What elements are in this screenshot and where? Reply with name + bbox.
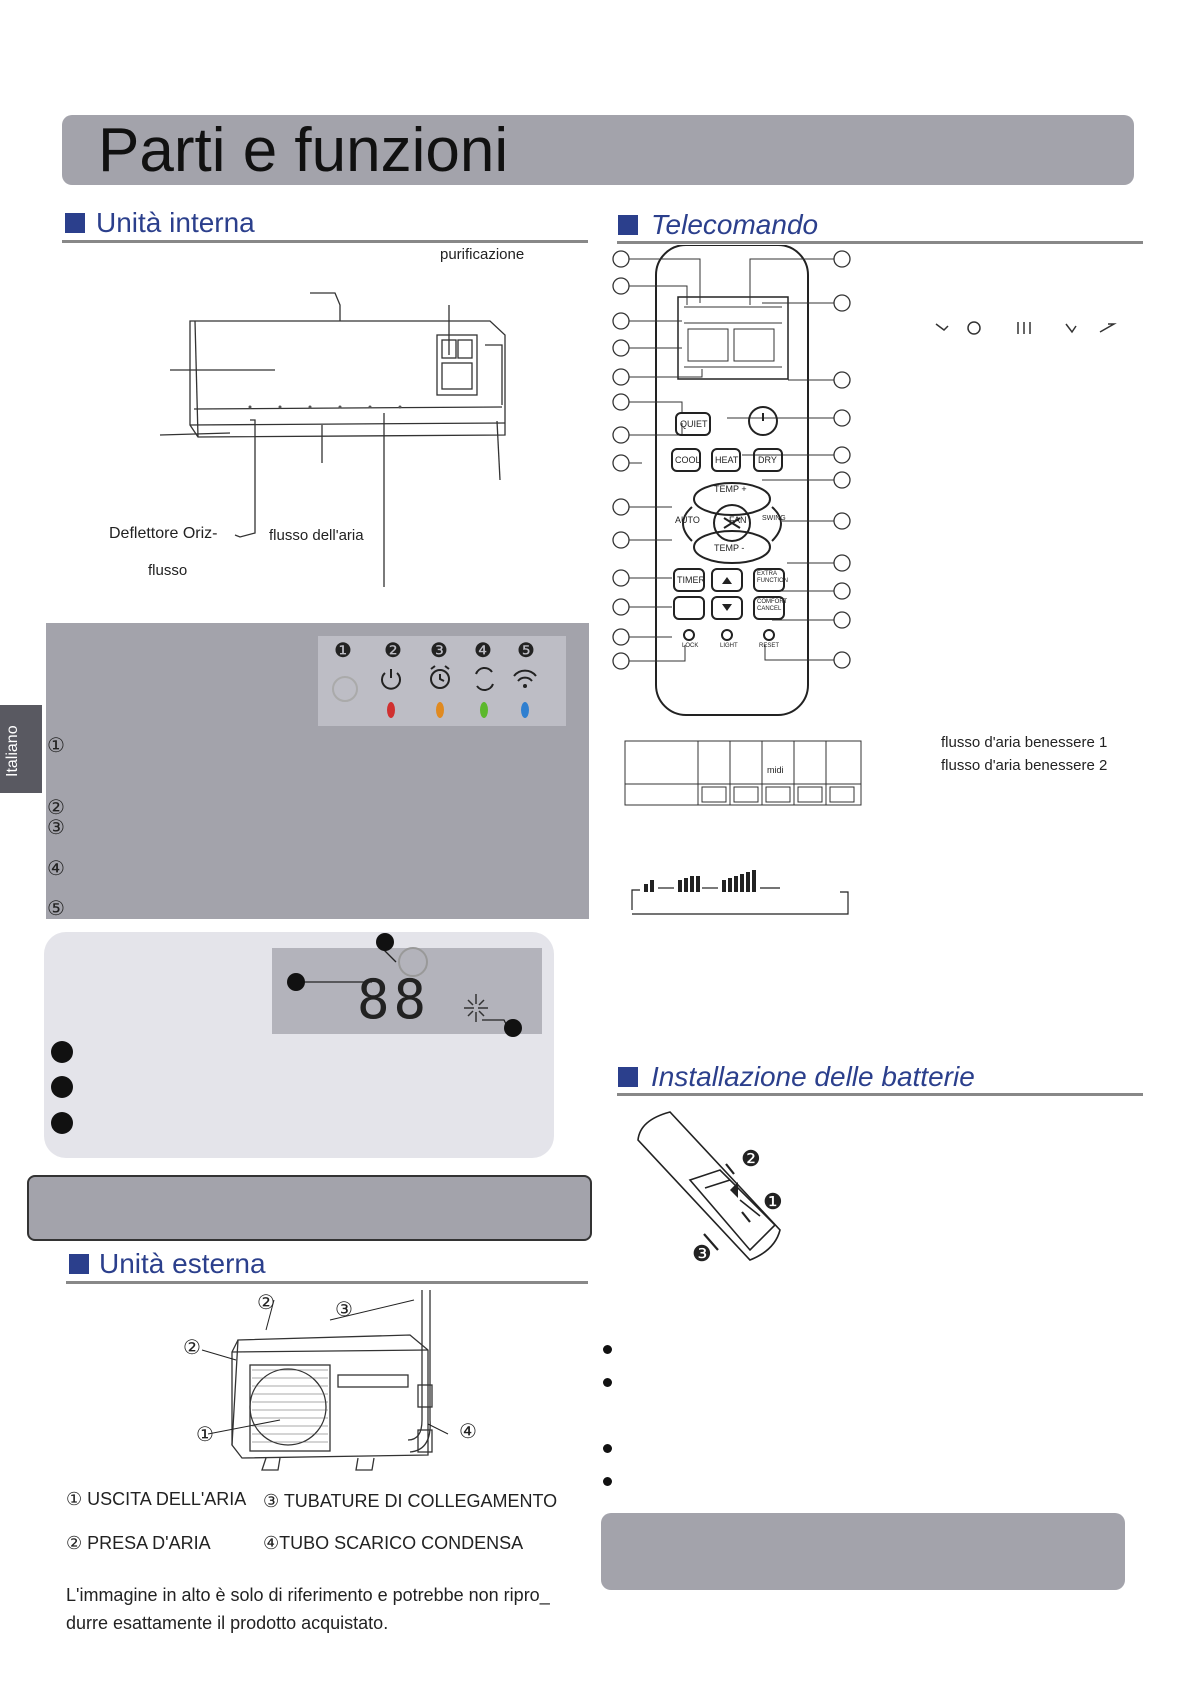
display-marker-2 — [51, 1076, 73, 1098]
comfort-flow-2-label: flusso d'aria benessere 2 — [941, 757, 1108, 774]
display-digits: 88 — [357, 968, 431, 1031]
disclaimer-line-2: durre esattamente il prodotto acquistato… — [66, 1613, 389, 1633]
lock-button[interactable]: LOCK — [682, 643, 699, 649]
outdoor-unit-diagram — [201, 1290, 449, 1471]
outdoor-callout-4: ④ — [459, 1421, 477, 1443]
bullet — [603, 1477, 612, 1486]
led-number-4: ❹ — [474, 640, 492, 662]
section-rule — [62, 240, 588, 243]
note-box — [27, 1175, 592, 1241]
fan-button[interactable]: FAN — [729, 515, 747, 525]
battery-install-diagram — [637, 1111, 781, 1261]
led-red — [387, 702, 395, 718]
language-label: Italiano — [4, 725, 21, 777]
led-number-5: ❺ — [517, 640, 535, 662]
led-green — [480, 702, 488, 718]
led-icons — [332, 665, 537, 718]
dry-button[interactable]: DRY — [758, 455, 777, 465]
led-number-3: ❸ — [430, 640, 448, 662]
led-number-1: ❶ — [334, 640, 352, 662]
air-flow-label: flusso dell'aria — [269, 527, 364, 544]
disclaimer-line-1: L'immagine in alto è solo di riferimento… — [66, 1585, 550, 1605]
indoor-heading: Unità interna — [96, 207, 255, 238]
legend-air-outlet: ① USCITA DELL'ARIA — [66, 1489, 247, 1509]
heat-button[interactable]: HEAT — [715, 455, 739, 465]
temp-down-button[interactable]: TEMP - — [714, 543, 745, 553]
flow-label: flusso — [148, 562, 188, 579]
language-tab: Italiano — [0, 705, 42, 793]
batteries-heading: Installazione delle batterie — [651, 1061, 975, 1092]
section-marker — [618, 215, 638, 235]
section-marker — [618, 1067, 638, 1087]
list-marker-2: ② — [47, 797, 65, 819]
section-marker — [69, 1254, 89, 1274]
quiet-button[interactable]: QUIET — [680, 419, 708, 429]
display-marker-3 — [51, 1112, 73, 1134]
led-blue — [521, 702, 529, 718]
indoor-unit-diagram — [159, 292, 506, 587]
list-marker-5: ⑤ — [47, 898, 65, 920]
section-marker — [65, 213, 85, 233]
swing-button[interactable]: SWING — [762, 515, 786, 522]
display-callouts — [287, 933, 522, 1037]
purification-label: purificazione — [440, 246, 525, 263]
outdoor-callout-1: ① — [196, 1424, 214, 1446]
bullet — [603, 1444, 612, 1453]
remote-heading: Telecomando — [651, 209, 819, 240]
legend-connecting-pipes: ③ TUBATURE DI COLLEGAMENTO — [263, 1491, 558, 1511]
fan-speed-indicator — [631, 870, 849, 915]
section-rule — [66, 1281, 588, 1284]
horizontal-deflector-label: Deflettore Oriz- — [109, 525, 218, 542]
outdoor-heading: Unità esterna — [99, 1248, 266, 1279]
section-rule — [617, 241, 1143, 244]
remote-control-diagram — [612, 245, 851, 716]
mode-table-label: midi — [767, 765, 784, 775]
list-marker-1: ① — [47, 735, 65, 757]
led-orange — [436, 702, 444, 718]
battery-step-3: ❸ — [692, 1241, 712, 1266]
battery-step-1: ❶ — [763, 1189, 783, 1214]
page-title: Parti e funzioni — [98, 116, 509, 185]
comfort-cancel-button[interactable]: COMFORT CANCEL — [757, 599, 788, 612]
light-button[interactable]: LIGHT — [720, 643, 738, 649]
timer-button[interactable]: TIMER — [677, 575, 705, 585]
section-rule — [617, 1093, 1143, 1096]
legend-drain-hose: ④TUBO SCARICO CONDENSA — [263, 1533, 524, 1553]
extra-function-button[interactable]: EXTRA FUNCTION — [757, 571, 788, 584]
battery-step-2: ❷ — [741, 1146, 761, 1171]
cool-button[interactable]: COOL — [675, 455, 701, 465]
title-bar — [62, 115, 1134, 185]
comfort-flow-1-label: flusso d'aria benessere 1 — [941, 734, 1108, 751]
mode-table — [624, 740, 862, 806]
auto-button[interactable]: AUTO — [675, 515, 700, 525]
outdoor-callout-3: ③ — [335, 1299, 353, 1321]
battery-note-box — [601, 1513, 1125, 1590]
reset-button[interactable]: RESET — [759, 643, 780, 649]
outdoor-callout-2b: ② — [183, 1337, 201, 1359]
bullet — [603, 1378, 612, 1387]
list-marker-3: ③ — [47, 817, 65, 839]
function-icons — [935, 321, 1117, 335]
outdoor-callout-2a: ② — [257, 1292, 275, 1314]
list-marker-4: ④ — [47, 858, 65, 880]
display-marker-1 — [51, 1041, 73, 1063]
legend-air-inlet: ② PRESA D'ARIA — [66, 1533, 211, 1553]
led-number-2: ❷ — [384, 640, 402, 662]
temp-up-button[interactable]: TEMP + — [714, 484, 747, 494]
bullet — [603, 1345, 612, 1354]
